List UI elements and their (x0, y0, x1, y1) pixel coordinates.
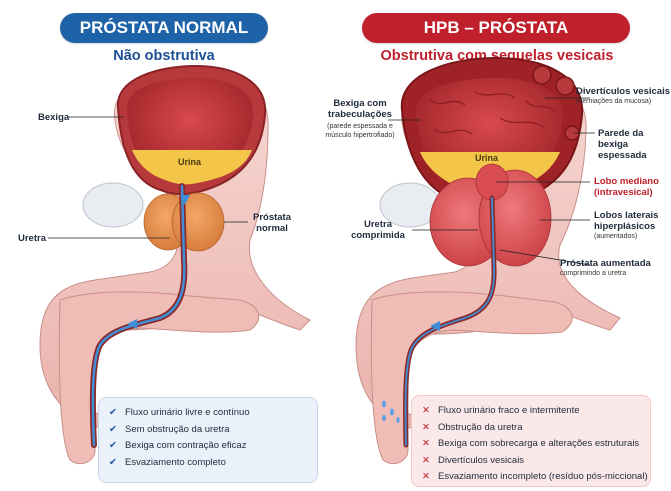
check-icon: ✔ (109, 438, 125, 455)
cross-icon: ✕ (422, 403, 438, 420)
list-item: ✕Bexiga com sobrecarga e alterações estr… (422, 436, 650, 453)
normal-features-box: ✔Fluxo urinário livre e contínuo ✔Sem ob… (98, 397, 318, 483)
label-trabeculated-bladder-note: (parede espessada e músculo hipertrofiad… (316, 122, 404, 140)
check-icon: ✔ (109, 455, 125, 472)
label-diverticula-title: Divertículos vesicais (576, 86, 670, 97)
label-urethra-normal: Uretra (18, 233, 46, 244)
label-bladder: Bexiga (38, 112, 69, 123)
label-lateral-lobes-title: Lobos laterais hiperplásicos (594, 210, 658, 232)
label-median-lobe: Lobo mediano (intravesical) (594, 176, 659, 198)
bph-diverticulum (533, 66, 551, 84)
bph-diverticulum (556, 77, 574, 95)
list-item: ✔Esvaziamento completo (109, 455, 317, 472)
label-trabeculated-bladder-title: Bexiga com trabeculações (328, 98, 392, 120)
label-diverticula: Divertículos vesicais (herniações da muc… (576, 86, 671, 106)
label-trabeculated-bladder: Bexiga com trabeculações (parede espessa… (316, 98, 404, 140)
label-compressed-urethra: Uretra comprimida (340, 219, 416, 241)
cross-icon: ✕ (422, 436, 438, 453)
list-item: ✕Obstrução da uretra (422, 420, 650, 437)
cross-icon: ✕ (422, 469, 438, 486)
label-enlarged-prostate-note: comprimindo a uretra (560, 269, 651, 278)
list-item: ✔Sem obstrução da uretra (109, 422, 317, 439)
label-prostate-normal: Próstata normal (246, 212, 298, 234)
list-item: ✕Fluxo urinário fraco e intermitente (422, 403, 650, 420)
label-urine-normal: Urina (178, 157, 201, 167)
cross-icon: ✕ (422, 453, 438, 470)
check-icon: ✔ (109, 405, 125, 422)
list-item: ✕Divertículos vesicais (422, 453, 650, 470)
label-lateral-lobes-note: (aumentados) (594, 232, 658, 241)
bph-problems-box: ✕Fluxo urinário fraco e intermitente ✕Ob… (411, 395, 651, 487)
label-enlarged-prostate: Próstata aumentada comprimindo a uretra (560, 258, 651, 278)
label-diverticula-note: (herniações da mucosa) (576, 97, 671, 106)
cross-icon: ✕ (422, 420, 438, 437)
normal-pubic-bone (83, 183, 143, 227)
label-enlarged-prostate-title: Próstata aumentada (560, 258, 651, 269)
list-item: ✔Fluxo urinário livre e contínuo (109, 405, 317, 422)
check-icon: ✔ (109, 422, 125, 439)
list-item: ✕Esvaziamento incompleto (resíduo pós-mi… (422, 469, 650, 486)
label-thickened-wall: Parede da bexiga espessada (598, 128, 671, 161)
list-item: ✔Bexiga com contração eficaz (109, 438, 317, 455)
label-urine-bph: Urina (475, 153, 498, 163)
label-lateral-lobes: Lobos laterais hiperplásicos (aumentados… (594, 210, 658, 241)
